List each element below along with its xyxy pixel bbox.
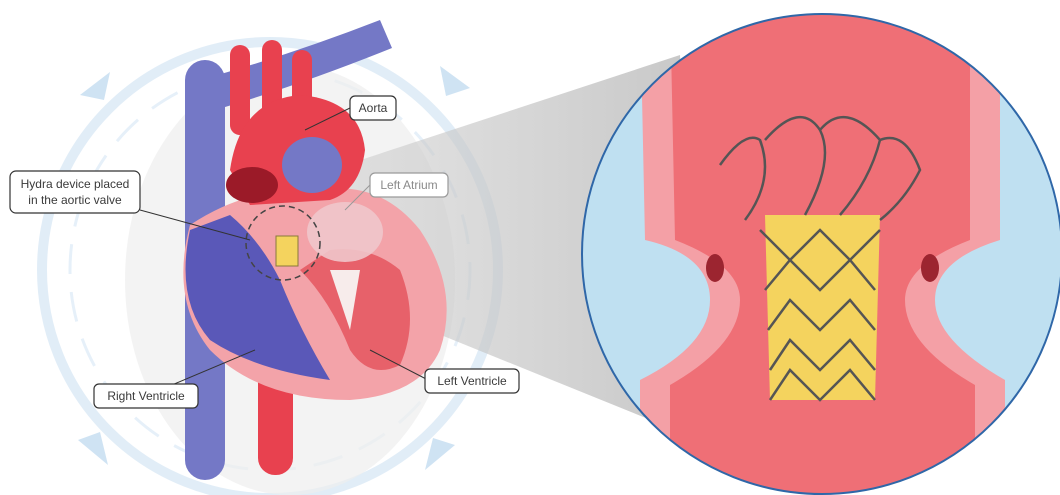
circulation-arrow-icon <box>80 72 110 100</box>
hydra-label-line1: Hydra device placed <box>21 177 130 191</box>
circulation-arrow-icon <box>78 432 108 465</box>
circulation-arrow-icon <box>425 438 455 470</box>
device-mini <box>276 236 298 266</box>
right-ventricle-label-text: Right Ventricle <box>107 389 185 403</box>
hydra-label-line2: in the aortic valve <box>28 193 122 207</box>
left-atrium-label-text: Left Atrium <box>380 178 437 192</box>
aorta-label-text: Aorta <box>359 101 388 115</box>
left-ventricle-label-text: Left Ventricle <box>437 374 507 388</box>
circulation-arrow-icon <box>440 66 470 96</box>
